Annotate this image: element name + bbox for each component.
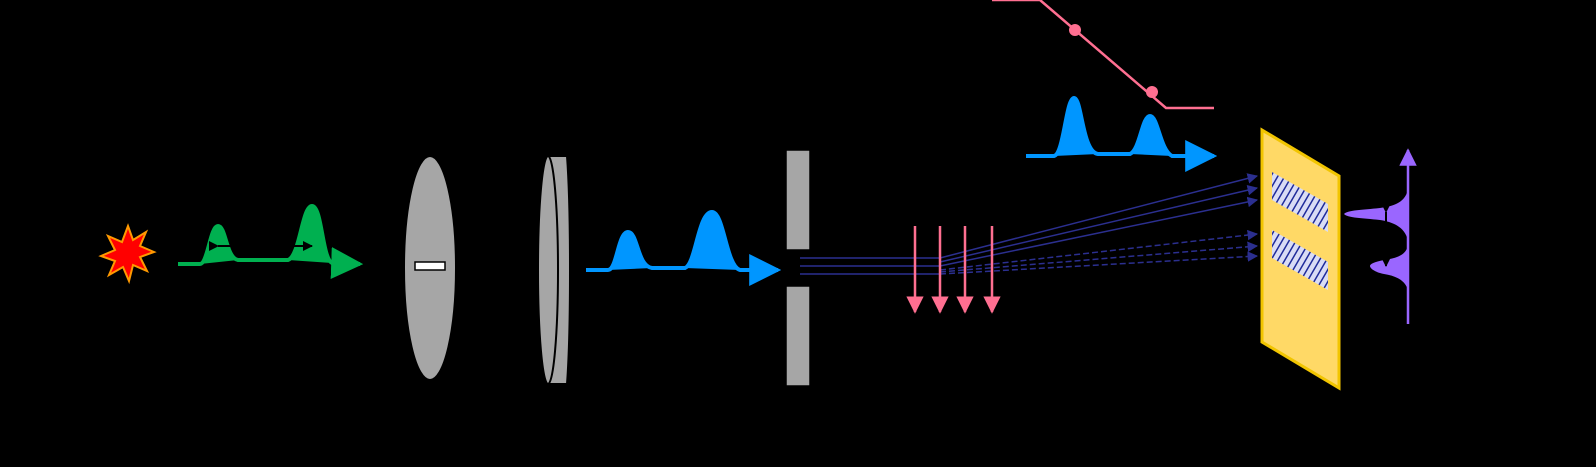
- double-slit-icon: [1260, 127, 1341, 391]
- timing-line: [992, 0, 1214, 110]
- lens-icon: [403, 155, 457, 381]
- pink-probe-arrows: [906, 226, 1001, 314]
- beam-fan: [800, 173, 1259, 275]
- blue-pulse-pair: [586, 209, 782, 286]
- slit-icon: [785, 149, 811, 387]
- starburst-icon: [98, 223, 157, 285]
- profile-icon: [1344, 148, 1417, 324]
- green-pulse-pair: [178, 203, 364, 279]
- disk-icon: [537, 155, 571, 385]
- blue-pulse-pair-upper: [1026, 95, 1218, 172]
